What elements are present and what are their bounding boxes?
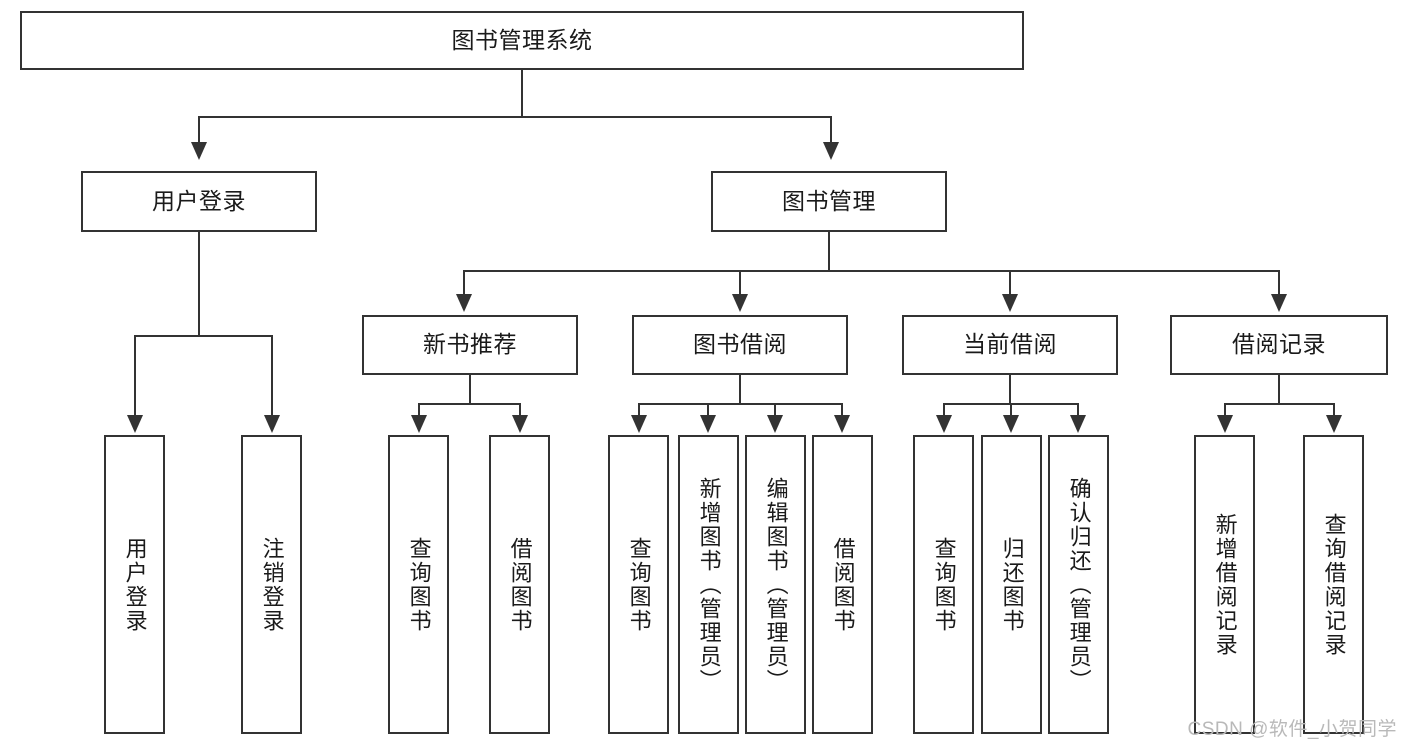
edge-level2-bus bbox=[198, 116, 832, 118]
arrow-to-leaf-query-book-1 bbox=[411, 415, 427, 433]
arrow-to-leaf-add-record bbox=[1217, 415, 1233, 433]
node-user-login[interactable]: 用户登录 bbox=[81, 171, 317, 232]
edge-user-login-drop-1 bbox=[134, 335, 136, 417]
node-borrow-records[interactable]: 借阅记录 bbox=[1170, 315, 1388, 375]
edge-borrow-records-bus bbox=[1224, 403, 1335, 405]
arrow-to-leaf-edit-book bbox=[767, 415, 783, 433]
arrow-to-current-borrow bbox=[1002, 294, 1018, 312]
arrow-to-leaf-query-record bbox=[1326, 415, 1342, 433]
leaf-add-book-admin[interactable]: 新增图书（管理员） bbox=[678, 435, 739, 734]
node-label: 确认归还（管理员） bbox=[1066, 476, 1092, 693]
node-root-system[interactable]: 图书管理系统 bbox=[20, 11, 1024, 70]
node-label: 新书推荐 bbox=[423, 331, 517, 358]
leaf-query-book-borrow[interactable]: 查询图书 bbox=[608, 435, 669, 734]
node-label: 图书管理 bbox=[782, 187, 876, 214]
node-new-book-recommend[interactable]: 新书推荐 bbox=[362, 315, 578, 375]
edge-book-borrow-drop-4 bbox=[841, 403, 843, 417]
node-label: 查询图书 bbox=[931, 536, 957, 633]
edge-book-borrow-stem bbox=[739, 375, 741, 404]
edge-book-borrow-drop-3 bbox=[774, 403, 776, 417]
node-label: 当前借阅 bbox=[963, 331, 1057, 358]
edge-level3-drop-1 bbox=[463, 270, 465, 296]
edge-root-stem bbox=[521, 70, 523, 117]
leaf-logout[interactable]: 注销登录 bbox=[241, 435, 302, 734]
edge-new-book-drop-1 bbox=[418, 403, 420, 417]
node-label: 用户登录 bbox=[152, 187, 246, 214]
edge-level3-drop-2 bbox=[739, 270, 741, 296]
edge-book-manage-stem bbox=[828, 232, 830, 271]
leaf-borrow-book[interactable]: 借阅图书 bbox=[812, 435, 873, 734]
arrow-to-user-login bbox=[191, 142, 207, 160]
edge-user-login-bus bbox=[134, 335, 272, 337]
node-label: 查询图书 bbox=[406, 536, 432, 633]
arrow-to-leaf-return-book bbox=[1003, 415, 1019, 433]
leaf-add-borrow-record[interactable]: 新增借阅记录 bbox=[1194, 435, 1255, 734]
node-book-borrow[interactable]: 图书借阅 bbox=[632, 315, 848, 375]
edge-book-borrow-drop-1 bbox=[638, 403, 640, 417]
arrow-to-borrow-records bbox=[1271, 294, 1287, 312]
leaf-query-borrow-record[interactable]: 查询借阅记录 bbox=[1303, 435, 1364, 734]
node-current-borrow[interactable]: 当前借阅 bbox=[902, 315, 1118, 375]
arrow-to-book-manage bbox=[823, 142, 839, 160]
edge-current-borrow-stem bbox=[1009, 375, 1011, 404]
node-label: 新增图书（管理员） bbox=[696, 476, 722, 693]
leaf-query-book-current[interactable]: 查询图书 bbox=[913, 435, 974, 734]
edge-new-book-drop-2 bbox=[519, 403, 521, 417]
leaf-query-book-recommend[interactable]: 查询图书 bbox=[388, 435, 449, 734]
edge-book-borrow-drop-2 bbox=[707, 403, 709, 417]
watermark-text: CSDN @软件_小贺同学 bbox=[1187, 719, 1397, 740]
node-book-manage[interactable]: 图书管理 bbox=[711, 171, 947, 232]
edge-borrow-records-drop-2 bbox=[1333, 403, 1335, 417]
arrow-to-leaf-borrow-book-2 bbox=[834, 415, 850, 433]
node-label: 查询图书 bbox=[626, 536, 652, 633]
leaf-borrow-book-recommend[interactable]: 借阅图书 bbox=[489, 435, 550, 734]
node-label: 图书管理系统 bbox=[451, 26, 593, 53]
edge-new-book-stem bbox=[469, 375, 471, 404]
edge-level2-drop-1 bbox=[198, 116, 200, 144]
leaf-edit-book-admin[interactable]: 编辑图书（管理员） bbox=[745, 435, 806, 734]
arrow-to-leaf-add-book bbox=[700, 415, 716, 433]
node-label: 借阅记录 bbox=[1232, 331, 1326, 358]
node-label: 归还图书 bbox=[999, 536, 1025, 633]
leaf-confirm-return-admin[interactable]: 确认归还（管理员） bbox=[1048, 435, 1109, 734]
arrow-to-leaf-logout bbox=[264, 415, 280, 433]
leaf-return-book[interactable]: 归还图书 bbox=[981, 435, 1042, 734]
edge-level3-drop-3 bbox=[1009, 270, 1011, 296]
arrow-to-leaf-query-book-2 bbox=[631, 415, 647, 433]
edge-book-borrow-bus bbox=[638, 403, 843, 405]
arrow-to-leaf-user-login bbox=[127, 415, 143, 433]
edge-level2-drop-2 bbox=[830, 116, 832, 144]
edge-current-borrow-drop-2 bbox=[1010, 403, 1012, 417]
edge-current-borrow-drop-3 bbox=[1077, 403, 1079, 417]
edge-current-borrow-drop-1 bbox=[943, 403, 945, 417]
arrow-to-book-borrow bbox=[732, 294, 748, 312]
node-label: 图书借阅 bbox=[693, 331, 787, 358]
arrow-to-leaf-query-book-3 bbox=[936, 415, 952, 433]
arrow-to-leaf-confirm-return bbox=[1070, 415, 1086, 433]
edge-new-book-bus bbox=[418, 403, 521, 405]
edge-level3-drop-4 bbox=[1278, 270, 1280, 296]
arrow-to-new-book-recommend bbox=[456, 294, 472, 312]
edge-user-login-stem bbox=[198, 232, 200, 336]
node-label: 用户登录 bbox=[122, 536, 148, 633]
edge-level3-bus bbox=[463, 270, 1279, 272]
arrow-to-leaf-borrow-book-1 bbox=[512, 415, 528, 433]
node-label: 借阅图书 bbox=[830, 536, 856, 633]
node-label: 借阅图书 bbox=[507, 536, 533, 633]
node-label: 注销登录 bbox=[259, 536, 285, 633]
edge-borrow-records-drop-1 bbox=[1224, 403, 1226, 417]
node-label: 新增借阅记录 bbox=[1212, 512, 1238, 657]
node-label: 编辑图书（管理员） bbox=[763, 476, 789, 693]
edge-borrow-records-stem bbox=[1278, 375, 1280, 404]
node-label: 查询借阅记录 bbox=[1321, 512, 1347, 657]
edge-user-login-drop-2 bbox=[271, 335, 273, 417]
leaf-user-login[interactable]: 用户登录 bbox=[104, 435, 165, 734]
